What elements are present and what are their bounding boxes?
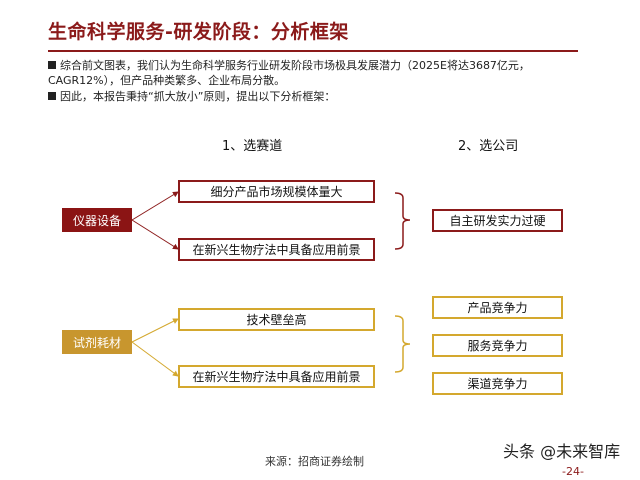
- company-criterion-box: 自主研发实力过硬: [432, 209, 563, 232]
- company-criterion-box: 产品竞争力: [432, 296, 563, 319]
- company-criterion-box: 服务竞争力: [432, 334, 563, 357]
- bullet-square-icon: [48, 92, 56, 100]
- criterion-box: 在新兴生物疗法中具备应用前景: [178, 238, 375, 261]
- bullet-1: 综合前文图表，我们认为生命科学服务行业研发阶段市场极具发展潜力（2025E将达3…: [48, 58, 578, 88]
- bullet-2: 因此，本报告秉持“抓大放小”原则，提出以下分析框架：: [48, 89, 578, 104]
- watermark: 头条 @未来智库: [503, 442, 621, 461]
- bullet-list: 综合前文图表，我们认为生命科学服务行业研发阶段市场极具发展潜力（2025E将达3…: [48, 58, 578, 105]
- page-number: -24-: [562, 465, 584, 478]
- criterion-box: 在新兴生物疗法中具备应用前景: [178, 365, 375, 388]
- bullet-square-icon: [48, 61, 56, 69]
- page-title: 生命科学服务-研发阶段：分析框架: [48, 21, 349, 43]
- brace: [394, 192, 411, 250]
- company-criterion-box: 渠道竞争力: [432, 372, 563, 395]
- header-select-company: 2、选公司: [458, 139, 519, 154]
- category-reagents: 试剂耗材: [62, 330, 132, 354]
- title-divider: [48, 50, 578, 52]
- arrow: [131, 341, 179, 377]
- category-instruments: 仪器设备: [62, 208, 132, 232]
- arrow: [131, 191, 179, 221]
- arrow: [131, 219, 179, 250]
- brace: [394, 315, 411, 373]
- criterion-box: 技术壁垒高: [178, 308, 375, 331]
- bullet-text: 因此，本报告秉持“抓大放小”原则，提出以下分析框架：: [60, 90, 336, 103]
- header-select-track: 1、选赛道: [222, 139, 283, 154]
- arrow: [131, 318, 179, 343]
- bullet-text: 综合前文图表，我们认为生命科学服务行业研发阶段市场极具发展潜力（2025E将达3…: [48, 59, 530, 87]
- criterion-box: 细分产品市场规模体量大: [178, 180, 375, 203]
- source-note: 来源：招商证券绘制: [265, 455, 364, 468]
